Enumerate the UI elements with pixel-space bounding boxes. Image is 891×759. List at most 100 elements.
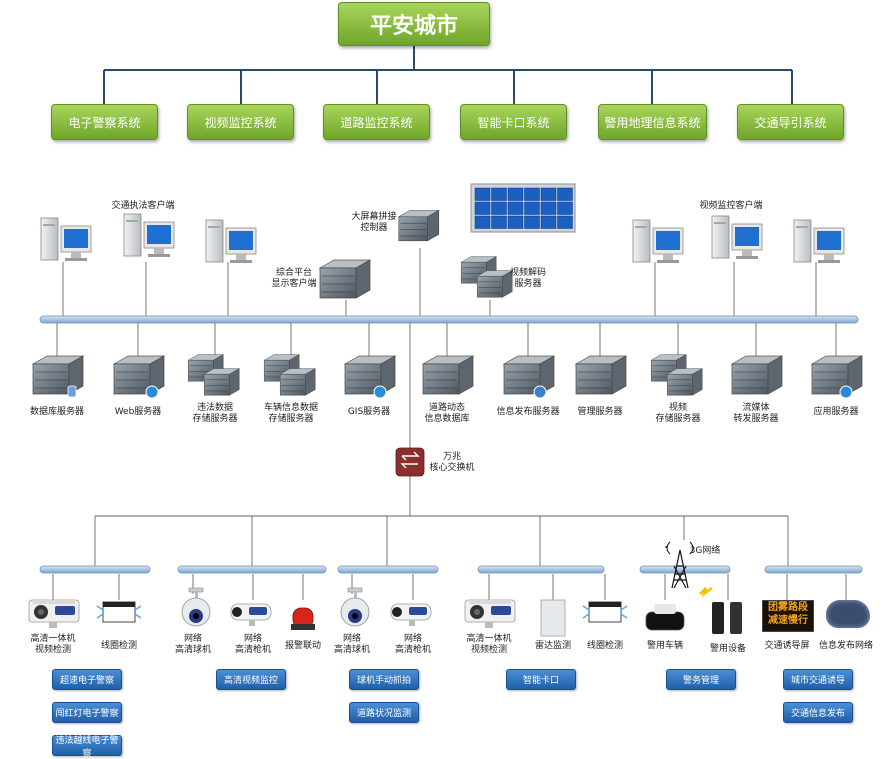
server-icon [811,355,863,395]
server-label: 违法数据存储服务器 [192,403,238,424]
video-wall-tile [491,187,507,201]
platform-display-label: 综合平台显示客户端 [271,268,317,289]
device-label: 线圈检测 [586,641,624,651]
server-icon [503,355,555,395]
server-label: GIS服务器 [347,407,391,417]
system-video-surveillance: 视频监控系统 [187,104,294,140]
hd-integrated-camera-icon [28,599,80,629]
device-label: 雷达监测 [534,641,572,651]
video-wall-tile [557,201,573,215]
video-wall-tile [540,201,557,215]
screen-controller-label: 大屏幕拼接控制器 [351,212,397,233]
video-wall-tile [474,215,491,229]
police-car-icon [645,611,685,631]
function-red-light-police: 闯红灯电子警察 [52,702,122,723]
computer-icon [40,217,92,262]
server-label: 视频存储服务器 [655,403,701,424]
alarm-light-base [291,624,315,630]
video-wall-tile [474,187,491,201]
server-label: 管理服务器 [577,407,623,417]
video-decoder-label: 视频解码服务器 [509,268,547,289]
3g-network-label: 3G网络 [689,546,721,556]
globe-icon [533,385,547,399]
computer-icon [123,213,175,258]
system-electronic-police: 电子警察系统 [51,104,158,140]
function-city-traffic-guidance: 城市交通诱导 [783,669,853,690]
server-label: 流媒体转发服务器 [733,403,779,424]
system-police-gis: 警用地理信息系统 [598,104,707,140]
section-bar [477,565,605,574]
function-dome-manual-capture: 球机手动抓拍 [349,669,419,690]
server-label: 应用服务器 [813,407,859,417]
section-bar [39,565,151,574]
traffic-client-label: 交通执法客户端 [111,201,175,211]
core-switch-label: 万兆核心交换机 [429,452,475,473]
page-title: 平安城市 [338,2,490,46]
computer-icon [632,219,684,264]
device-label: 高清一体机视频检测 [30,634,76,655]
video-wall-tile [507,215,524,229]
police-device-icon [712,602,724,634]
device-label: 高清一体机视频检测 [466,634,512,655]
device-label: 警用设备 [709,644,747,654]
function-smart-checkpoint: 智能卡口 [506,669,576,690]
server-icon [575,355,627,395]
device-label: 网络高清球机 [333,634,371,655]
signal-icon [699,587,713,598]
led-guidance-screen: 团雾路段减速慢行 [762,600,814,632]
system-traffic-guidance: 交通导引系统 [737,104,844,140]
hd-dome-camera-icon [181,587,211,627]
police-device-icon [730,602,742,634]
computer-icon [793,219,845,264]
server-icon [422,355,474,395]
device-label: 网络高清枪机 [234,634,272,655]
function-police-affairs: 警务管理 [666,669,736,690]
computer-icon [711,215,763,260]
cloud-icon [826,600,870,628]
video-wall-tile [524,187,540,201]
hd-bullet-camera-icon [390,603,432,627]
video-wall-tile [474,201,491,215]
video-wall-tile [524,201,540,215]
media-server-icon [731,355,783,395]
storage-server-icon [666,368,703,396]
system-smart-checkpoint: 智能卡口系统 [460,104,567,140]
device-label: 网络高清球机 [174,634,212,655]
video-wall-tile [540,215,557,229]
hd-dome-camera-icon [340,587,370,627]
device-label: 报警联动 [284,641,322,651]
device-label: 网络高清枪机 [394,634,432,655]
video-wall-icon [470,183,576,233]
3g-tower-icon [666,541,694,589]
server-label: 数据库服务器 [29,407,85,417]
server-label: 信息发布服务器 [496,407,560,417]
video-wall-tile [540,187,557,201]
loop-detector-icon [96,601,142,623]
video-wall-tile [491,215,507,229]
video-wall-tile [491,201,507,215]
police-car-roof [654,604,676,614]
function-line-cross-police: 违法越线电子警察 [52,735,122,759]
video-wall-tile [557,215,573,229]
computer-icon [205,219,257,264]
core-network-bus [39,315,859,324]
hd-bullet-camera-icon [230,603,272,627]
platform-display-server-icon [319,259,371,299]
globe-icon [373,385,387,399]
video-wall-tile [524,215,540,229]
loop-detector-icon [582,601,628,623]
server-label: 车辆信息数据存储服务器 [263,403,319,424]
section-bar [337,565,439,574]
globe-icon [145,385,159,399]
server-icon [344,355,396,395]
video-wall-tile [507,187,524,201]
database-icon [67,385,77,398]
server-label: Web服务器 [114,407,162,417]
device-label: 警用车辆 [646,641,684,651]
video-client-label: 视频监控客户端 [699,201,763,211]
function-road-condition-monitor: 道路状况监测 [349,702,419,723]
storage-server-icon [279,368,316,396]
section-bar [177,565,327,574]
screen-controller-icon [398,210,440,242]
